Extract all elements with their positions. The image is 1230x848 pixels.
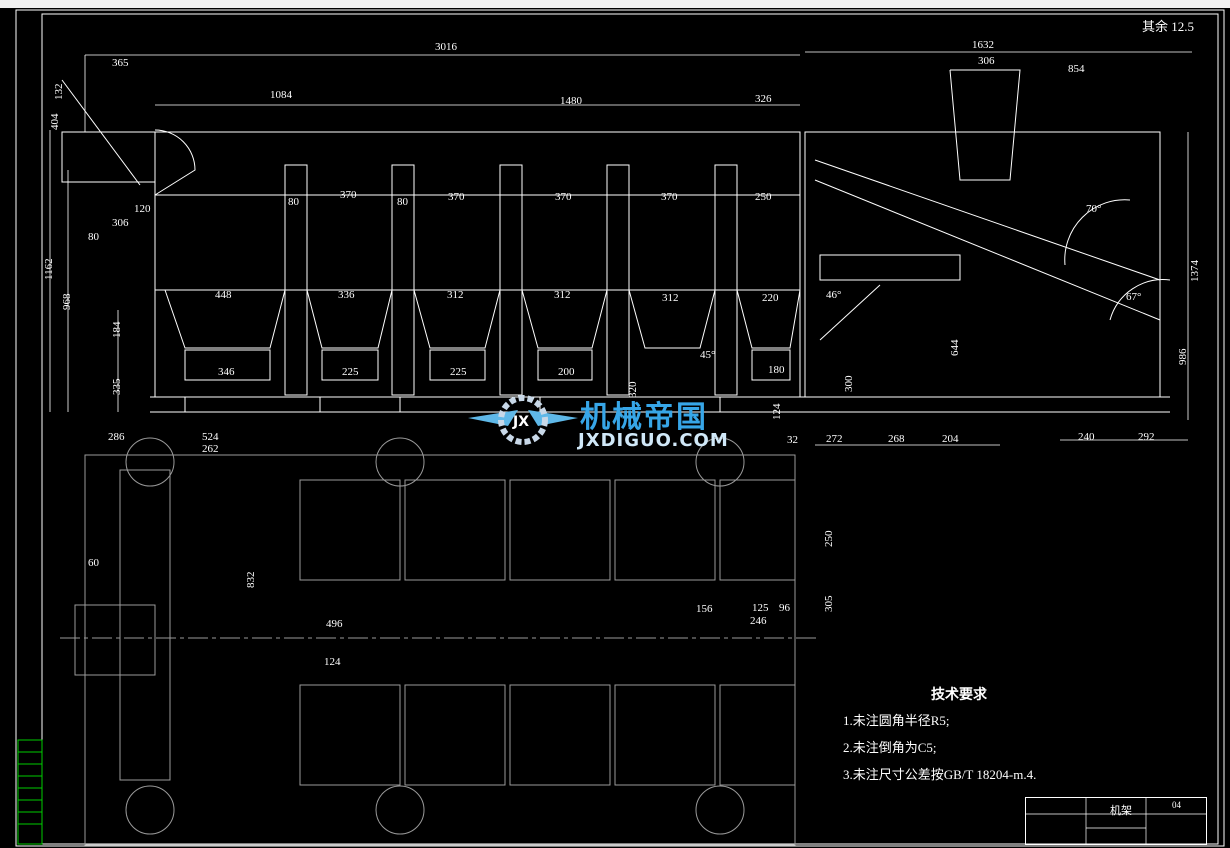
dim-305: 305 <box>823 595 835 612</box>
dim-32: 32 <box>787 434 798 446</box>
dim-1084: 1084 <box>270 89 293 101</box>
dim-300: 300 <box>843 375 855 392</box>
dim-370-2: 370 <box>448 191 465 203</box>
dim-200: 200 <box>558 366 575 378</box>
dim-1480: 1480 <box>560 95 583 107</box>
dim-1632: 1632 <box>972 39 994 51</box>
dim-312-3: 312 <box>662 292 679 304</box>
technical-requirements: 技术要求 1.未注圆角半径R5; 2.未注倒角为C5; 3.未注尺寸公差按GB/… <box>843 684 1036 791</box>
front-view <box>61 79 810 413</box>
dim-46deg: 46° <box>826 289 841 301</box>
dim-45deg: 45° <box>700 349 715 361</box>
dim-204: 204 <box>942 433 959 445</box>
dim-120: 120 <box>134 203 151 215</box>
gear-wings-icon: JX <box>468 395 578 445</box>
watermark-logo: JX 机械帝国 JXDIGUO.COM <box>468 390 768 462</box>
dim-80-left: 80 <box>88 231 100 243</box>
plan-view <box>60 437 820 846</box>
dim-272: 272 <box>826 433 843 445</box>
dim-346: 346 <box>218 366 235 378</box>
logo-badge: JX <box>512 414 529 430</box>
dim-180: 180 <box>768 364 785 376</box>
dim-124-plan: 124 <box>324 656 341 668</box>
dim-336: 336 <box>338 289 355 301</box>
dim-250-plan: 250 <box>823 530 835 547</box>
window-top-bar <box>0 0 1230 8</box>
part-code: 04 <box>1172 800 1181 810</box>
dim-225-1: 225 <box>342 366 359 378</box>
dim-644: 644 <box>949 339 961 356</box>
notes-heading: 技术要求 <box>931 688 987 703</box>
dim-986: 986 <box>1177 348 1189 365</box>
dim-67deg: 67° <box>1126 291 1141 303</box>
dim-524: 524 <box>202 431 219 443</box>
dim-268: 268 <box>888 433 905 445</box>
dim-80-post1: 80 <box>288 196 300 208</box>
dim-370-4: 370 <box>661 191 678 203</box>
dim-1374: 1374 <box>1189 260 1201 283</box>
dim-60: 60 <box>88 557 100 569</box>
dim-832: 832 <box>245 572 257 589</box>
roughness-note: 其余 12.5 <box>1142 16 1194 35</box>
dim-370-3: 370 <box>555 191 572 203</box>
dim-184: 184 <box>111 321 123 338</box>
side-view <box>804 69 1171 413</box>
dim-225-2: 225 <box>450 366 467 378</box>
dim-312-2: 312 <box>554 289 571 301</box>
dim-262: 262 <box>202 443 219 455</box>
dim-96: 96 <box>779 602 791 614</box>
dim-292: 292 <box>1138 431 1155 443</box>
dim-70deg: 70° <box>1086 203 1101 215</box>
roughness-label: 其余 <box>1142 19 1169 34</box>
dim-404: 404 <box>49 113 61 130</box>
dim-306-front: 306 <box>112 217 129 229</box>
note-1: 1.未注圆角半径R5; <box>843 713 950 728</box>
dim-80-post2: 80 <box>397 196 409 208</box>
part-name: 机架 <box>1110 805 1132 817</box>
dim-125: 125 <box>752 602 769 614</box>
dim-124-front: 124 <box>771 403 783 420</box>
dim-1162: 1162 <box>43 258 55 280</box>
logo-name: 机械帝国 <box>580 400 708 435</box>
dim-250-front: 250 <box>755 191 772 203</box>
dim-220: 220 <box>762 292 779 304</box>
dim-854: 854 <box>1068 63 1085 75</box>
dim-365: 365 <box>112 57 129 69</box>
dim-286: 286 <box>108 431 125 443</box>
dim-320: 320 <box>627 381 639 398</box>
note-3: 3.未注尺寸公差按GB/T 18204-m.4. <box>843 767 1037 782</box>
dim-306-side: 306 <box>978 55 995 67</box>
dim-335: 335 <box>111 378 123 395</box>
roughness-value: 12.5 <box>1171 19 1195 34</box>
dim-156: 156 <box>696 603 713 615</box>
note-2: 2.未注倒角为C5; <box>843 740 937 755</box>
dim-246: 246 <box>750 615 767 627</box>
dim-240: 240 <box>1078 431 1095 443</box>
side-stamp <box>17 739 43 845</box>
dim-448: 448 <box>215 289 232 301</box>
dim-496: 496 <box>326 618 343 630</box>
dim-326: 326 <box>755 93 772 105</box>
dim-968: 968 <box>61 293 73 310</box>
logo-site: JXDIGUO.COM <box>578 430 729 451</box>
title-block: 机架 04 <box>1025 797 1207 845</box>
dim-370-1: 370 <box>340 189 357 201</box>
dim-312-1: 312 <box>447 289 464 301</box>
dim-3016: 3016 <box>435 41 458 53</box>
dim-132: 132 <box>53 84 65 101</box>
